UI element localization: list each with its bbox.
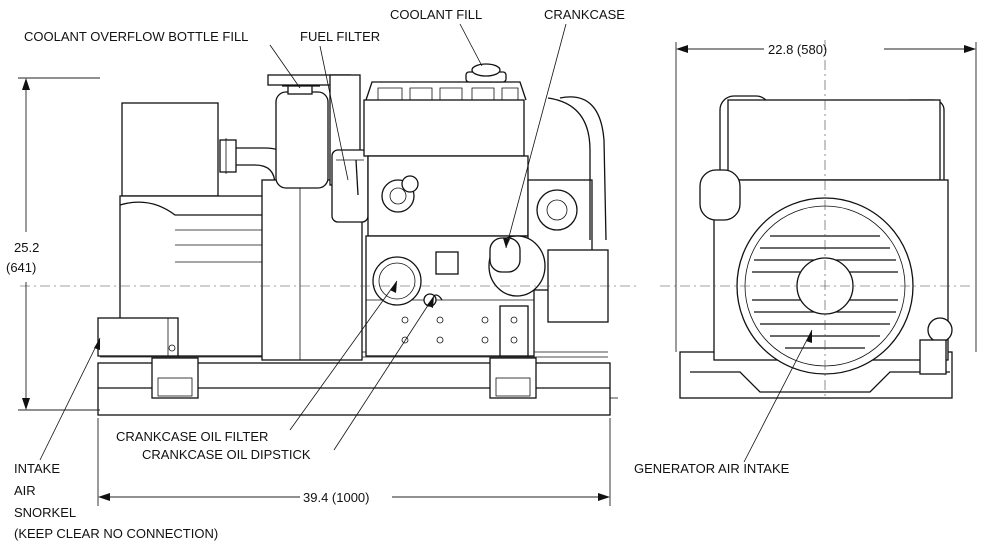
label-intake-line1: INTAKE xyxy=(14,461,60,476)
label-fuel-filter: FUEL FILTER xyxy=(300,29,380,44)
callout-coolant-overflow: COOLANT OVERFLOW BOTTLE FILL xyxy=(24,29,301,89)
callout-intake-air-snorkel: INTAKE AIR SNORKEL (KEEP CLEAR NO CONNEC… xyxy=(14,337,218,541)
callout-coolant-fill: COOLANT FILL xyxy=(390,7,483,67)
width-dimension: 22.8 (580) xyxy=(675,42,977,352)
height-mm: (641) xyxy=(6,260,36,275)
length-value: 39.4 (1000) xyxy=(303,490,370,505)
callout-generator-air-intake: GENERATOR AIR INTAKE xyxy=(634,329,813,476)
width-value: 22.8 (580) xyxy=(768,42,827,57)
label-crankcase: CRANKCASE xyxy=(544,7,625,22)
height-inches: 25.2 xyxy=(14,240,39,255)
label-coolant-overflow: COOLANT OVERFLOW BOTTLE FILL xyxy=(24,29,248,44)
length-dimension: 39.4 (1000) xyxy=(97,418,611,506)
side-view-generator xyxy=(97,63,618,416)
label-crankcase-oil-dipstick: CRANKCASE OIL DIPSTICK xyxy=(142,447,311,462)
label-crankcase-oil-filter: CRANKCASE OIL FILTER xyxy=(116,429,268,444)
label-intake-line3: SNORKEL xyxy=(14,505,76,520)
label-generator-air-intake: GENERATOR AIR INTAKE xyxy=(634,461,790,476)
label-coolant-fill: COOLANT FILL xyxy=(390,7,482,22)
height-dimension: 25.2 (641) xyxy=(6,77,100,411)
callout-fuel-filter: FUEL FILTER xyxy=(300,29,380,181)
label-intake-line2: AIR xyxy=(14,483,36,498)
callout-crankcase: CRANKCASE xyxy=(503,7,625,249)
end-view-generator xyxy=(679,95,953,399)
callout-oil-dipstick: CRANKCASE OIL DIPSTICK xyxy=(142,295,435,462)
callout-oil-filter: CRANKCASE OIL FILTER xyxy=(116,280,398,444)
label-intake-line4: (KEEP CLEAR NO CONNECTION) xyxy=(14,526,218,541)
